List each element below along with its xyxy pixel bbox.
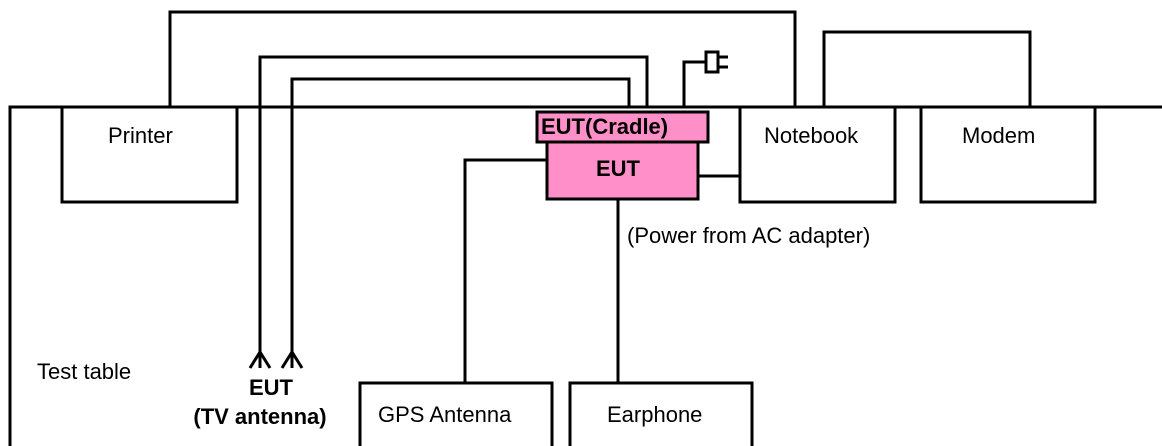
cable-printer-notebook [168, 10, 797, 107]
cable-modem [822, 30, 1032, 107]
printer-label: Printer [108, 123, 173, 148]
antenna-icon [248, 351, 304, 369]
test-table-label: Test table [37, 359, 132, 384]
earphone-box [568, 381, 754, 446]
printer-box [60, 107, 239, 204]
cable-tv-antenna-2 [290, 77, 631, 368]
cable-power [682, 60, 706, 107]
gps-antenna-label: GPS Antenna [378, 402, 512, 427]
modem-box [919, 107, 1097, 204]
notebook-label: Notebook [764, 123, 859, 148]
gps-antenna-box [358, 381, 554, 446]
plug-icon [704, 50, 728, 74]
power-note: (Power from AC adapter) [627, 223, 871, 248]
notebook-box [738, 107, 897, 204]
cable-gps [463, 158, 547, 383]
earphone-label: Earphone [607, 402, 703, 427]
eut-cradle-box [535, 110, 710, 144]
eut-box [545, 140, 700, 201]
eut-label: EUT [596, 156, 640, 181]
tv-antenna-label-line1: EUT [249, 375, 293, 400]
test-table [8, 105, 1162, 446]
tv-antenna-label-line2: (TV antenna) [193, 404, 327, 429]
modem-label: Modem [962, 123, 1036, 148]
cable-tv-antenna-1 [258, 55, 649, 368]
eut-cradle-label: EUT(Cradle) [541, 114, 669, 139]
